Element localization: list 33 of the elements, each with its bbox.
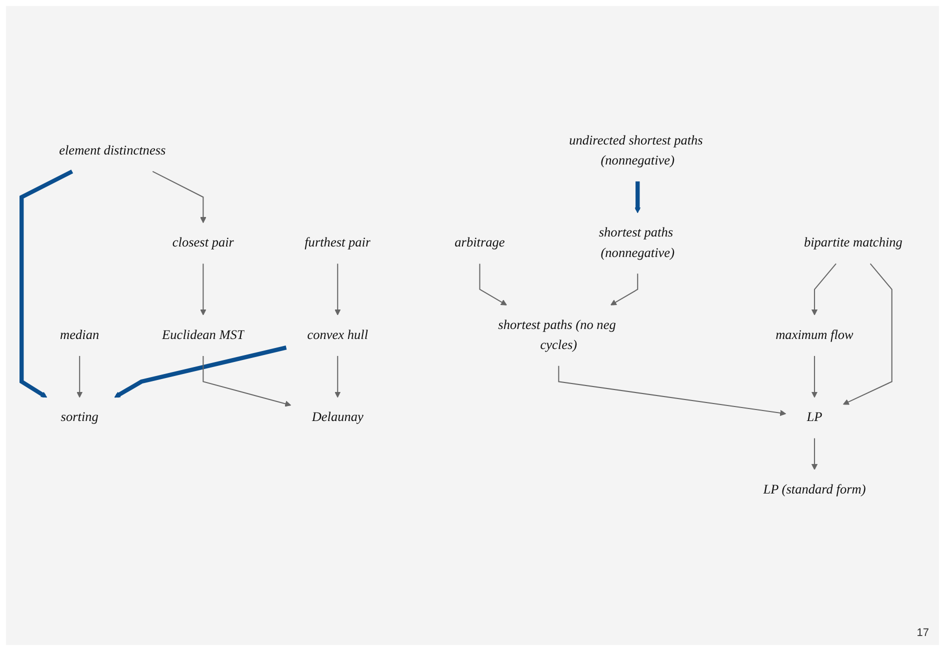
arrow bbox=[20, 170, 74, 398]
arrow bbox=[76, 356, 83, 398]
arrow bbox=[558, 366, 786, 416]
arrow bbox=[842, 264, 892, 406]
arrow bbox=[334, 356, 341, 398]
node-text: closest pair bbox=[172, 236, 234, 250]
arrow bbox=[811, 264, 836, 316]
arrow bbox=[202, 356, 292, 408]
node-text: Delaunay bbox=[312, 410, 364, 426]
node-text: element distinctness bbox=[59, 144, 166, 158]
node-text: Euclidean MST bbox=[162, 328, 244, 343]
node-text: LP bbox=[806, 410, 822, 426]
arrow bbox=[634, 182, 641, 214]
arrow bbox=[479, 264, 507, 306]
node-text: furthest pair bbox=[304, 236, 371, 250]
node-text: shortest paths (no neg cycles) bbox=[498, 318, 616, 353]
node-text: arbitrage bbox=[454, 236, 505, 250]
arrow bbox=[811, 356, 818, 398]
arrow bbox=[200, 264, 206, 316]
node-text: sorting bbox=[60, 410, 98, 426]
node-text: maximum flow bbox=[776, 328, 854, 343]
node-text: bipartite matching bbox=[804, 236, 902, 250]
arrow bbox=[152, 171, 206, 224]
node-text: shortest paths (nonnegative) bbox=[598, 226, 674, 260]
page-number: 17 bbox=[916, 627, 929, 639]
node-text: undirected shortest paths (nonnegative) bbox=[569, 134, 703, 168]
arrow bbox=[114, 346, 287, 398]
arrow bbox=[334, 264, 341, 316]
node-text: median bbox=[60, 328, 100, 343]
node-text: convex hull bbox=[307, 328, 368, 343]
arrow bbox=[811, 438, 818, 470]
node-text: LP (standard form) bbox=[763, 482, 866, 498]
arrow bbox=[610, 274, 638, 306]
